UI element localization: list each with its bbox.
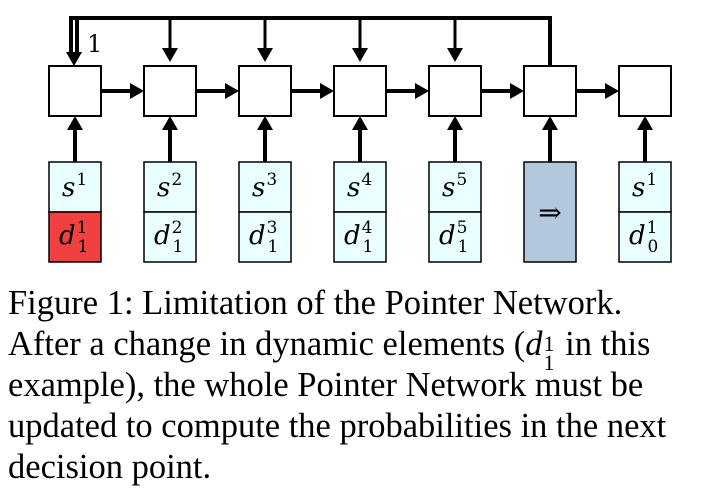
rnn-cell-6 [523,65,577,117]
input-arrowhead-1 [67,116,83,130]
dynamic-cell-4 [333,211,387,263]
recurrent-arrowhead-3 [320,83,334,99]
caption-line-2-pre: After a change in dynamic elements ( [8,325,526,363]
decoder-input-cell [523,161,577,263]
static-cell-2 [143,161,197,213]
static-label-7: s1 [632,170,657,203]
static-cell-4 [333,161,387,213]
recurrent-arrowhead-1 [130,83,144,99]
static-label-5: s5 [442,170,467,203]
caption-math-symbol: d [525,325,543,363]
dynamic-cell-3 [238,211,292,263]
figure-caption: Figure 1: Limitation of the Pointer Netw… [8,283,720,488]
static-label-1: s1 [62,170,87,203]
caption-line-5: decision point. [8,448,212,486]
caption-math-sub: 1 [543,350,555,375]
rnn-cell-7 [618,65,672,117]
feedback-arrowhead [66,52,82,66]
static-label-4: s4 [347,170,372,203]
rnn-cell-1 [48,65,102,117]
dynamic-cell-7 [618,211,672,263]
recurrent-arrowhead-2 [225,83,239,99]
input-arrowhead-5 [447,116,463,130]
attention-arrowhead-3 [257,48,273,62]
attention-arrowhead-2 [162,48,178,62]
attention-arrowhead-4 [352,48,368,62]
dynamic-cell-1 [48,211,102,263]
rnn-cell-2 [143,65,197,117]
input-arrowhead-3 [257,116,273,130]
recurrent-arrowhead-5 [510,83,524,99]
rnn-cell-3 [238,65,292,117]
input-arrowhead-4 [352,116,368,130]
caption-line-3: example), the whole Pointer Network must… [8,366,644,404]
static-cell-3 [238,161,292,213]
rnn-cell-4 [333,65,387,117]
rnn-cell-5 [428,65,482,117]
dynamic-cell-2 [143,211,197,263]
static-cell-1 [48,161,102,213]
recurrent-arrowhead-4 [415,83,429,99]
input-arrowhead-7 [637,116,653,130]
feedback-label: 1 [87,30,102,58]
dynamic-cell-5 [428,211,482,263]
attention-arrowhead-5 [447,48,463,62]
static-label-3: s3 [252,170,277,203]
caption-line-2-post: in this [556,325,651,363]
recurrent-arrowhead-6 [605,83,619,99]
input-arrowhead-6 [542,116,558,130]
input-arrowhead-2 [162,116,178,130]
caption-line-4: updated to compute the probabilities in … [8,407,667,445]
feedback-line [69,16,552,66]
decoder-arrow-symbol: ⇒ [538,196,561,229]
static-label-2: s2 [157,170,182,203]
caption-line-1: Figure 1: Limitation of the Pointer Netw… [8,284,623,322]
caption-math-sup: 1 [543,331,555,356]
static-cell-7 [618,161,672,213]
